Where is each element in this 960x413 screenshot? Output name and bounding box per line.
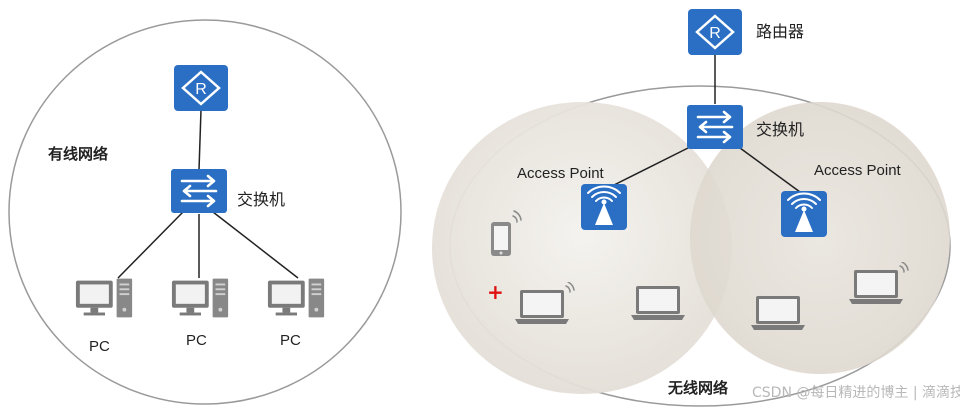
watermark: CSDN @每日精进的博主 | 滴滴技术社区	[752, 385, 960, 401]
access-point-icon	[580, 183, 628, 231]
ap-coverage-left	[432, 102, 732, 394]
wired-cables	[117, 109, 299, 279]
access-point-right-label: Access Point	[814, 162, 901, 179]
switch-icon	[170, 168, 228, 214]
wireless-network-title: 无线网络	[668, 379, 729, 397]
wired-network-title: 有线网络	[48, 145, 109, 163]
add-device-mark: +	[487, 280, 504, 304]
router-icon	[173, 64, 229, 112]
router-icon	[687, 8, 743, 56]
pc-label: PC	[280, 332, 301, 349]
wired-switch-label: 交换机	[237, 190, 286, 209]
pc-label: PC	[186, 332, 207, 349]
wireless-switch-label: 交换机	[756, 120, 805, 139]
router-label: 路由器	[756, 22, 805, 41]
access-point-icon	[780, 190, 828, 238]
switch-icon	[686, 104, 744, 150]
ap-coverage-right	[690, 102, 950, 374]
wireless-cables	[611, 52, 801, 193]
pc-label: PC	[89, 338, 110, 355]
access-point-left-label: Access Point	[517, 165, 604, 182]
